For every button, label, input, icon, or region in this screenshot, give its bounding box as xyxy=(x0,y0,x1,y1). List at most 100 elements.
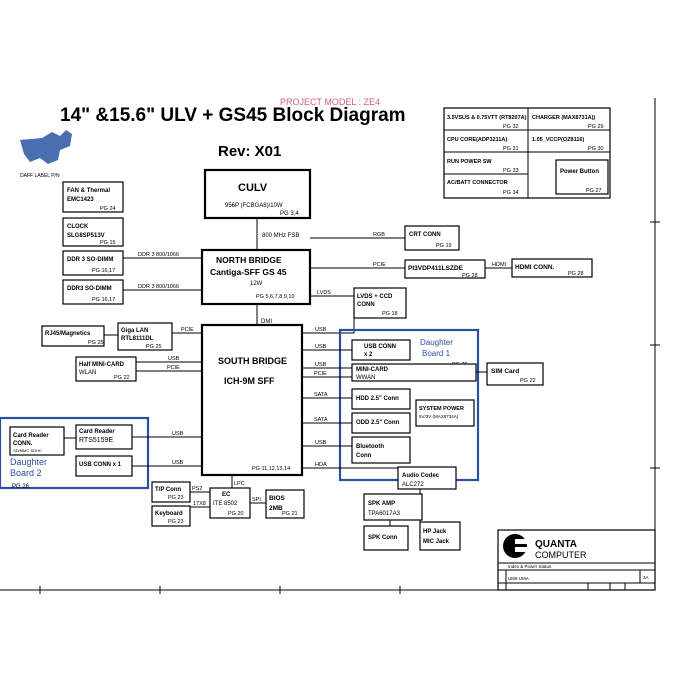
cr-conn-line1: Card Reader xyxy=(13,433,49,439)
d2-title1: Daughter xyxy=(10,457,47,467)
pi3-page: PG 28 xyxy=(462,273,478,279)
lan-line1: Giga LAN xyxy=(121,328,148,334)
d1-hdd-bus: SATA xyxy=(314,392,328,398)
hdmi-label: HDMI CONN. xyxy=(515,264,555,271)
clock-line1: CLOCK xyxy=(67,224,89,230)
ddr1-bus: DDR 3 800/1066 xyxy=(138,252,179,258)
nb-line1: NORTH BRIDGE xyxy=(216,255,282,265)
tp-bus: PS2 xyxy=(192,486,202,492)
minicard-page: PG 22 xyxy=(114,375,130,381)
fsb-label: 800 MHz FSB xyxy=(262,233,299,239)
crt-label: CRT CONN xyxy=(409,232,441,238)
d1-bt-line1: Bluetooth xyxy=(356,444,384,450)
d1-syspower-detail: 5V/3V (MAX8734A) xyxy=(419,414,459,419)
sb-line2: ICH-9M SFF xyxy=(224,376,275,386)
fan-line2: EMC1423 xyxy=(67,197,94,203)
keyboard-block: Keyboard PG 23 xyxy=(151,505,191,527)
power-cell-2-page: PG 31 xyxy=(503,146,519,152)
tp-label: T/P Conn xyxy=(155,487,182,493)
cr-line2: RTS5159E xyxy=(79,437,113,444)
revision-label: Rev: X01 xyxy=(218,143,281,160)
power-cell-1-page: PG 29 xyxy=(588,124,604,130)
quanta-logo-icon xyxy=(503,534,527,558)
dmi-label: DMI xyxy=(261,319,272,325)
power-cell-3-label: 1.05_VCCP(OZ8116) xyxy=(532,137,584,143)
d1-usb-line1: USB CONN xyxy=(364,344,396,350)
lvds-line2: CONN xyxy=(357,302,375,308)
clock-line2: SLG8SP513V xyxy=(67,233,105,239)
project: UM8 UMA xyxy=(508,576,529,581)
crt-bus: RGB xyxy=(373,232,385,238)
bios-line2: 2MB xyxy=(269,505,283,512)
rj45-page: PG 25 xyxy=(88,340,104,346)
amp-line2: TPA6017A3 xyxy=(368,511,401,517)
pi3vdp-block: PI3VDP411LSZDE PG 28 xyxy=(404,259,486,279)
power-cell-5-label: AC/BATT CONNECTOR xyxy=(447,180,508,186)
ec-page: PG 20 xyxy=(228,511,244,517)
d1-syspower-label: SYSTEM POWER xyxy=(419,406,464,412)
lpc-label: LPC xyxy=(234,481,245,487)
lvds-page: PG 18 xyxy=(382,311,398,317)
tp-conn-block: T/P Conn PG 23 xyxy=(151,481,191,503)
d1-hdd-label: HDD 2.5" Conn xyxy=(356,396,399,402)
ddr2-block: DDR3 SO-DIMM PG 16,17 xyxy=(62,279,124,305)
ddr1-label: DDR 3 SO-DIMM xyxy=(67,257,113,263)
bios-bus: SPI xyxy=(252,497,261,503)
d1-title1: Daughter xyxy=(420,338,453,347)
nb-line2: Cantiga-SFF GS 45 xyxy=(210,267,287,277)
hdmi-page: PG 28 xyxy=(568,271,584,277)
kb-page: PG 23 xyxy=(168,519,184,525)
power-cell-4-label: RUN POWER SW xyxy=(447,159,492,165)
amp-line1: SPK AMP xyxy=(368,501,395,507)
sheet-size: 3A xyxy=(643,575,649,580)
lan-page: PG 25 xyxy=(146,344,162,350)
d1-odd-label: ODD 2.5" Conn xyxy=(356,420,400,426)
title-overlay: PROJECT MODEL : ZE4 xyxy=(280,97,380,107)
power-cell-2-label: CPU CORE(ADP3211A) xyxy=(447,137,507,143)
cr-bus: USB xyxy=(172,431,184,437)
sim-card-block: SIM Card PG 22 xyxy=(486,362,544,386)
fan-page: PG 24 xyxy=(100,206,116,212)
cr-conn-line3: SD/MMC SDHC xyxy=(13,448,42,453)
cr-conn-line2: CONN. xyxy=(13,441,33,447)
d2-usb-bus: USB xyxy=(172,460,184,466)
ddr1-block: DDR 3 SO-DIMM PG 16,17 xyxy=(62,250,124,276)
tp-page: PG 23 xyxy=(168,495,184,501)
pi3-bus: PCIE xyxy=(373,262,386,268)
north-bridge-block: NORTH BRIDGE Cantiga-SFF GS 45 12W PG 5,… xyxy=(200,248,312,306)
cpu-page: PG 3,4 xyxy=(280,211,299,217)
sb-hda: HDA xyxy=(315,462,327,468)
kb-bus: 17X8 xyxy=(193,501,206,507)
logo-caption: DAFF LABEL P/N xyxy=(20,173,60,179)
hp-line1: HP Jack xyxy=(423,529,447,535)
lan-bus: PCIE xyxy=(181,327,194,333)
power-cell-3-page: PG 30 xyxy=(588,146,604,152)
sim-page: PG 22 xyxy=(520,378,536,384)
sim-label: SIM Card xyxy=(491,368,519,375)
crt-page: PG 19 xyxy=(436,243,452,249)
hp-line2: MIC Jack xyxy=(423,539,450,545)
nb-power: 12W xyxy=(250,281,263,287)
d2-usb-label: USB CONN x 1 xyxy=(79,462,122,468)
ddr1-page: PG 16,17 xyxy=(92,268,115,274)
ddr2-label: DDR3 SO-DIMM xyxy=(67,286,112,292)
d1-odd-bus: SATA xyxy=(314,417,328,423)
hdmi-bus: HDMI xyxy=(492,262,507,268)
daughter-board-1: Daughter Board 1 PG 26 USB CONN x 2 MINI… xyxy=(338,328,480,482)
ec-line1: EC xyxy=(222,492,231,498)
nb-page: PG 5,6,7,8,9,10 xyxy=(256,294,295,300)
ddr2-page: PG 16,17 xyxy=(92,297,115,303)
cr-line1: Card Reader xyxy=(79,429,115,435)
page-title: 14" &15.6" ULV + GS45 Block Diagram xyxy=(60,105,406,126)
power-cell-6-label: Power Button xyxy=(560,169,599,175)
sheet-title: Index & Power Status xyxy=(508,564,552,569)
d2-title2: Board 2 xyxy=(10,468,42,478)
ddr2-bus: DDR 3 800/1066 xyxy=(138,284,179,290)
lvds-ccd-block: LVDS + CCD CONN PG 18 xyxy=(353,287,407,319)
sb-line1: SOUTH BRIDGE xyxy=(218,356,287,366)
d2-page: PG 26 xyxy=(12,484,30,490)
ec-line2: ITE 8502 xyxy=(213,501,238,507)
d1-mini-bus2: PCIE xyxy=(314,371,327,377)
